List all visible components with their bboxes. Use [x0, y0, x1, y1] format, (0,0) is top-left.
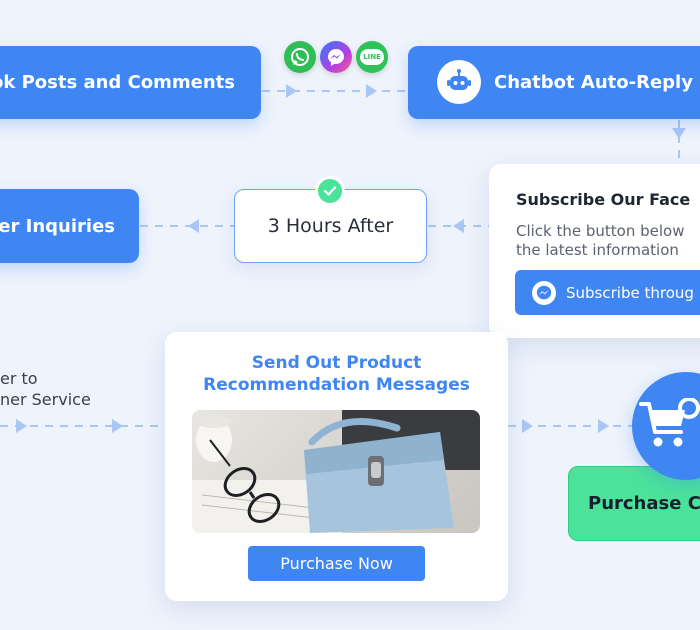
product-card: Send Out Product Recommendation Messages: [165, 332, 508, 601]
subscribe-card-desc-line2: the latest information: [516, 241, 679, 259]
node-customer-inquiries[interactable]: ner Inquiries: [0, 189, 139, 263]
node-facebook-posts-label: ook Posts and Comments: [0, 72, 235, 93]
subscribe-button-label: Subscribe throug: [566, 283, 694, 302]
whatsapp-icon: [284, 41, 316, 73]
product-image: [192, 410, 480, 533]
product-card-title-line2: Recommendation Messages: [203, 375, 470, 395]
transfer-service-label-line2: ner Service: [0, 390, 91, 409]
robot-icon: [437, 60, 481, 104]
transfer-service-label-line1: er to: [0, 369, 38, 388]
node-facebook-posts[interactable]: ook Posts and Comments: [0, 46, 261, 119]
line-icon-text: LINE: [363, 53, 381, 61]
node-customer-inquiries-label: ner Inquiries: [0, 215, 115, 237]
subscribe-card-title: Subscribe Our Face: [516, 190, 691, 209]
node-purchase[interactable]: Purchase C: [568, 466, 700, 541]
node-purchase-label: Purchase C: [588, 493, 700, 514]
node-hours-after-label: 3 Hours After: [267, 215, 394, 237]
purchase-now-button[interactable]: Purchase Now: [248, 546, 425, 581]
subscribe-card: Subscribe Our Face Click the button belo…: [489, 164, 700, 338]
node-chatbot-reply-label: Chatbot Auto-Reply a: [494, 72, 700, 93]
subscribe-card-desc-line1: Click the button below: [516, 222, 685, 240]
messenger-icon: [320, 41, 352, 73]
check-icon: [315, 176, 345, 206]
subscribe-button[interactable]: Subscribe throug: [515, 270, 700, 315]
product-card-title-line1: Send Out Product: [251, 353, 422, 373]
purchase-now-button-label: Purchase Now: [280, 554, 393, 573]
messenger-button-icon: [532, 280, 556, 305]
line-icon: LINE: [356, 41, 388, 73]
